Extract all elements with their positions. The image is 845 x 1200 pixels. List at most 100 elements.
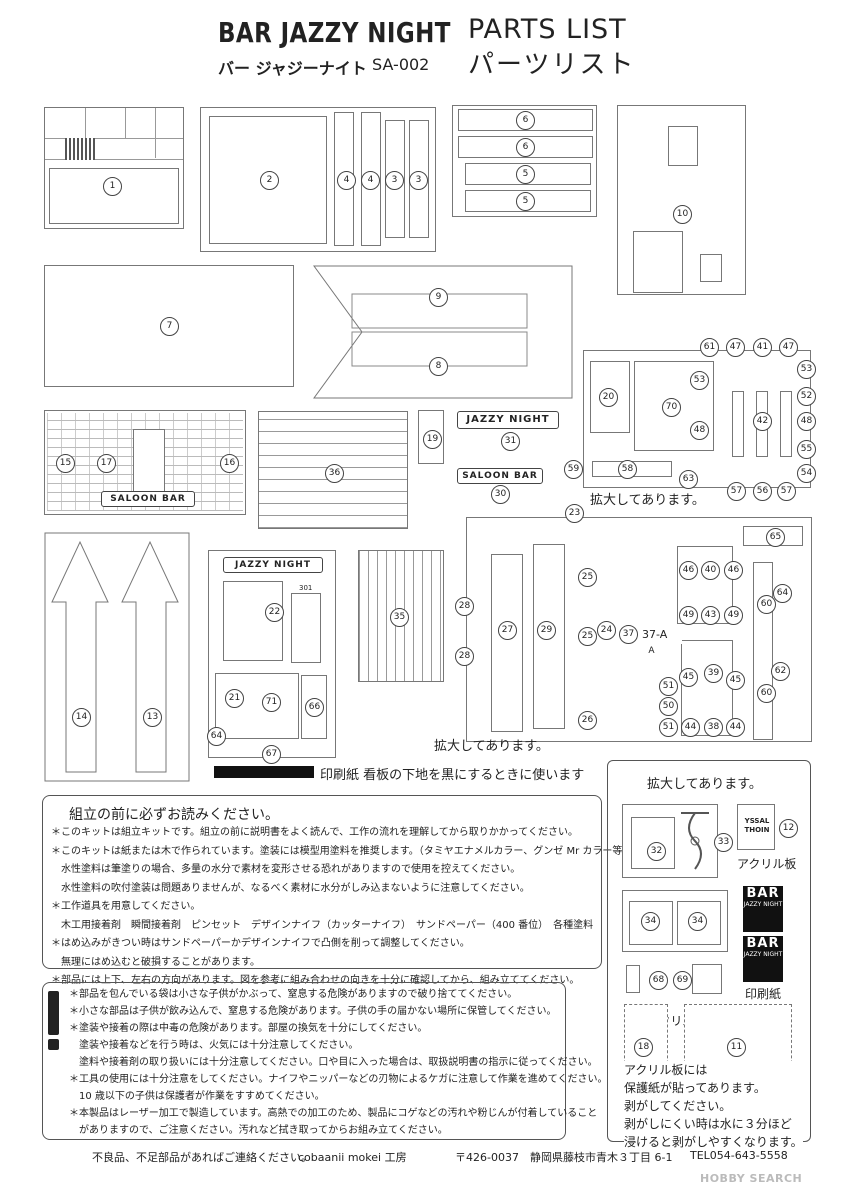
warning-line: ＊部品を包んでいる袋は小さな子供がかぶって、窒息する危険がありますので破り捨てて… — [69, 989, 518, 1000]
instruction-line: 水性塗料の吹付塗装は問題ありませんが、なるべく素材に水分がしみ込まないように注意… — [51, 882, 530, 894]
part-number: 2 — [260, 171, 279, 190]
part-number: 42 — [753, 412, 772, 431]
brick-wall-sheet: SALOON BAR — [44, 410, 246, 515]
part-number: 17 — [97, 454, 116, 473]
saloon-bar-wall-sign: SALOON BAR — [101, 491, 195, 507]
part-number: 16 — [220, 454, 239, 473]
part-number: 66 — [305, 698, 324, 717]
part-number: 6 — [516, 138, 535, 157]
part-number: 19 — [423, 430, 442, 449]
bracket-sheet — [622, 804, 718, 878]
footer-contact: 不良品、不足部品があればご連絡ください。 — [92, 1151, 312, 1164]
part-number: 4 — [361, 171, 380, 190]
part-number: 37 — [619, 625, 638, 644]
acrylic-sign-12: YSSAL THOIN — [737, 804, 775, 850]
part-number: 5 — [516, 165, 535, 184]
part-number: 30 — [491, 485, 510, 504]
warning-line: ＊小さな部品は子供が飲み込んで、窒息する危険があります。子供の手の届かない場所に… — [69, 1006, 557, 1017]
part-number: 12 — [779, 819, 798, 838]
part-number: 27 — [498, 621, 517, 640]
part-number: 3 — [409, 171, 428, 190]
parts-list-title-jp: パーツリスト — [468, 50, 636, 80]
print-paper-note: 印刷紙 看板の下地を黒にするときに使います — [320, 768, 585, 783]
part-number: 47 — [726, 338, 745, 357]
part-number: 48 — [797, 412, 816, 431]
roof-parts-outline — [313, 265, 573, 399]
instruction-line: ＊このキットは紙または木で作られています。塗装には模型用塗料を推奨します。（タミ… — [51, 845, 633, 857]
part-number: 48 — [690, 421, 709, 440]
print-paper-strip — [214, 766, 314, 778]
part-number: 34 — [688, 912, 707, 931]
instruction-line: ＊部品には上下、左右の方向があります。図を参考に組み合わせの向きを十分に確認して… — [51, 975, 580, 986]
scroll-bracket-icon — [681, 812, 709, 870]
instructions-box: 組立の前に必ずお読みください。 ＊このキットは組立キットです。組立の前に説明書を… — [42, 795, 632, 986]
part-number: 62 — [771, 662, 790, 681]
part-number: 25 — [578, 627, 597, 646]
footer-postal: 〒426-0037 — [455, 1151, 519, 1164]
part-number: 60 — [757, 684, 776, 703]
acrylic-sign-text: YSSAL THOIN — [744, 817, 770, 834]
part-label-37a: 37-A — [642, 625, 682, 644]
jazzy-night-front-sign: JAZZY NIGHT — [223, 557, 323, 573]
warning-line: 10 歳以下の子供は保護者が作業をすすめてください。 — [69, 1091, 325, 1102]
bar-print-text: BAR — [746, 886, 780, 901]
product-code: SA-002 — [372, 55, 430, 74]
part-number: 60 — [757, 595, 776, 614]
small-parts-sheet-2 — [466, 517, 812, 742]
part-number: 15 — [56, 454, 75, 473]
part-number: 29 — [537, 621, 556, 640]
warning-line: 塗装や接着などを行う時は、火気には十分注意してください。 — [69, 1040, 359, 1051]
part-number: 49 — [724, 606, 743, 625]
bar-print-subtext: JAZZY NIGHT — [743, 951, 783, 958]
part-number: 44 — [681, 718, 700, 737]
part-number: 36 — [325, 464, 344, 483]
protect-line: 浸けると剥がしやすくなります。 — [624, 1135, 803, 1149]
part-number: 59 — [564, 460, 583, 479]
warnings-box: ＊部品を包んでいる袋は小さな子供がかぶって、窒息する危険がありますので破り捨てて… — [42, 982, 608, 1140]
protect-note: アクリル板には 保護紙が貼ってあります。 剥がしてください。 剥がしにくい時は水… — [624, 1061, 803, 1151]
part-34-sheet — [622, 890, 728, 952]
part-number: 1 — [103, 177, 122, 196]
warning-line: ＊工具の使用には十分注意をしてください。ナイフやニッパーなどの刃物によるケガに注… — [69, 1074, 608, 1085]
part-number: 61 — [700, 338, 719, 357]
part-number: 26 — [578, 711, 597, 730]
part-number: 45 — [679, 668, 698, 687]
part-number: 7 — [160, 317, 179, 336]
warnings-text: ＊部品を包んでいる袋は小さな子供がかぶって、窒息する危険がありますので破り捨てて… — [69, 986, 608, 1139]
protect-line: 保護紙が貼ってあります。 — [624, 1081, 766, 1095]
part-number: 3 — [385, 171, 404, 190]
part-number: 47 — [779, 338, 798, 357]
part-number: 45 — [726, 671, 745, 690]
footer-tel: TEL054-643-5558 — [690, 1149, 788, 1162]
part-number: 31 — [501, 432, 520, 451]
part-number: 63 — [679, 470, 698, 489]
saloon-bar-sign: SALOON BAR — [457, 468, 543, 484]
instruction-line: ＊はめ込みがきつい時はサンドペーパーかデザインナイフで凸側を削って調整してくださ… — [51, 938, 470, 949]
footer-address: 静岡県藤枝市青木３丁目 6-1 — [530, 1151, 673, 1164]
print-paper-label: 印刷紙 — [745, 987, 782, 1001]
part-number: 43 — [701, 606, 720, 625]
door-number: 301 — [299, 584, 313, 592]
part-number: 22 — [265, 603, 284, 622]
exclamation-dot-icon — [48, 1039, 59, 1050]
hobby-search-watermark: HOBBY SEARCH — [700, 1172, 803, 1185]
part-number: 56 — [753, 482, 772, 501]
acrylic-label: アクリル板 — [737, 857, 797, 871]
part-number: 65 — [766, 528, 785, 547]
part-number: 4 — [337, 171, 356, 190]
part-number: 64 — [207, 727, 226, 746]
warning-line: ＊本製品はレーザー加工で製造しています。高熱での加工のため、製品にコゲなどの汚れ… — [69, 1108, 598, 1119]
part-number: 41 — [753, 338, 772, 357]
part-number: 14 — [72, 708, 91, 727]
part-number: 28 — [455, 597, 474, 616]
part-number: 39 — [704, 664, 723, 683]
part-number: 24 — [597, 621, 616, 640]
part-number: 25 — [578, 568, 597, 587]
bar-print-1: BAR JAZZY NIGHT — [743, 886, 783, 932]
exclamation-icon — [48, 991, 59, 1035]
instruction-line: ＊工作道具を用意してください。 — [51, 901, 201, 912]
parts-list-title: PARTS LIST — [468, 14, 627, 45]
part-number: 46 — [679, 561, 698, 580]
part-1-sheet — [44, 107, 184, 229]
part-number: 23 — [565, 504, 584, 523]
